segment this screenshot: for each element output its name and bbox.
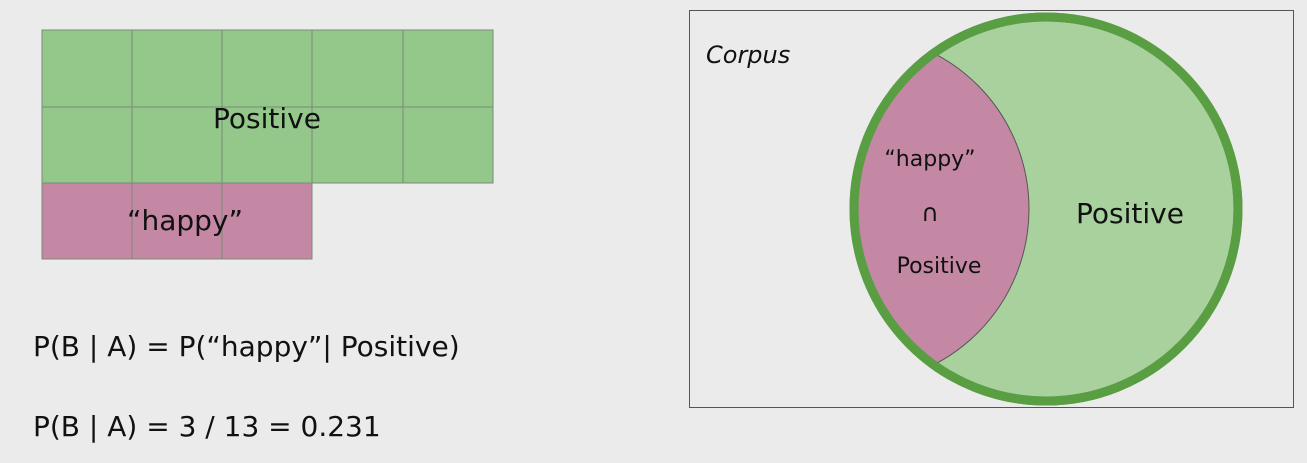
positive-cell xyxy=(131,29,223,108)
intersection-symbol: ∩ xyxy=(921,199,939,227)
positive-cell xyxy=(221,29,313,108)
positive-cell xyxy=(41,106,133,184)
grid-diagram: Positive “happy” xyxy=(41,29,494,260)
positive-circle-border xyxy=(849,12,1243,406)
positive-cell xyxy=(41,29,133,108)
happy-cell xyxy=(41,182,133,260)
positive-cell xyxy=(402,106,494,184)
grid-positive-label: Positive xyxy=(213,102,321,135)
corpus-box: Corpus Positive “happy” ∩ Positive xyxy=(689,10,1294,408)
venn-diagram: Positive “happy” ∩ Positive xyxy=(849,12,1243,406)
positive-cell xyxy=(221,106,313,184)
happy-cell xyxy=(131,182,223,260)
grid-happy-label: “happy” xyxy=(127,204,243,237)
conditional-probability-result: P(B | A) = 3 / 13 = 0.231 xyxy=(33,410,381,443)
conditional-probability-formula: P(B | A) = P(“happy”| Positive) xyxy=(33,330,460,363)
positive-cell xyxy=(311,106,404,184)
positive-cell xyxy=(311,29,404,108)
intersection-region xyxy=(854,33,1030,385)
venn-positive-label: Positive xyxy=(1076,197,1184,230)
positive-cell xyxy=(131,106,223,184)
happy-cell xyxy=(221,182,313,260)
corpus-label: Corpus xyxy=(706,41,791,69)
happy-grid xyxy=(41,182,313,260)
positive-cell xyxy=(402,29,494,108)
positive-grid xyxy=(41,29,494,184)
intersection-happy-label: “happy” xyxy=(884,147,975,172)
intersection-positive-label: Positive xyxy=(897,254,982,279)
